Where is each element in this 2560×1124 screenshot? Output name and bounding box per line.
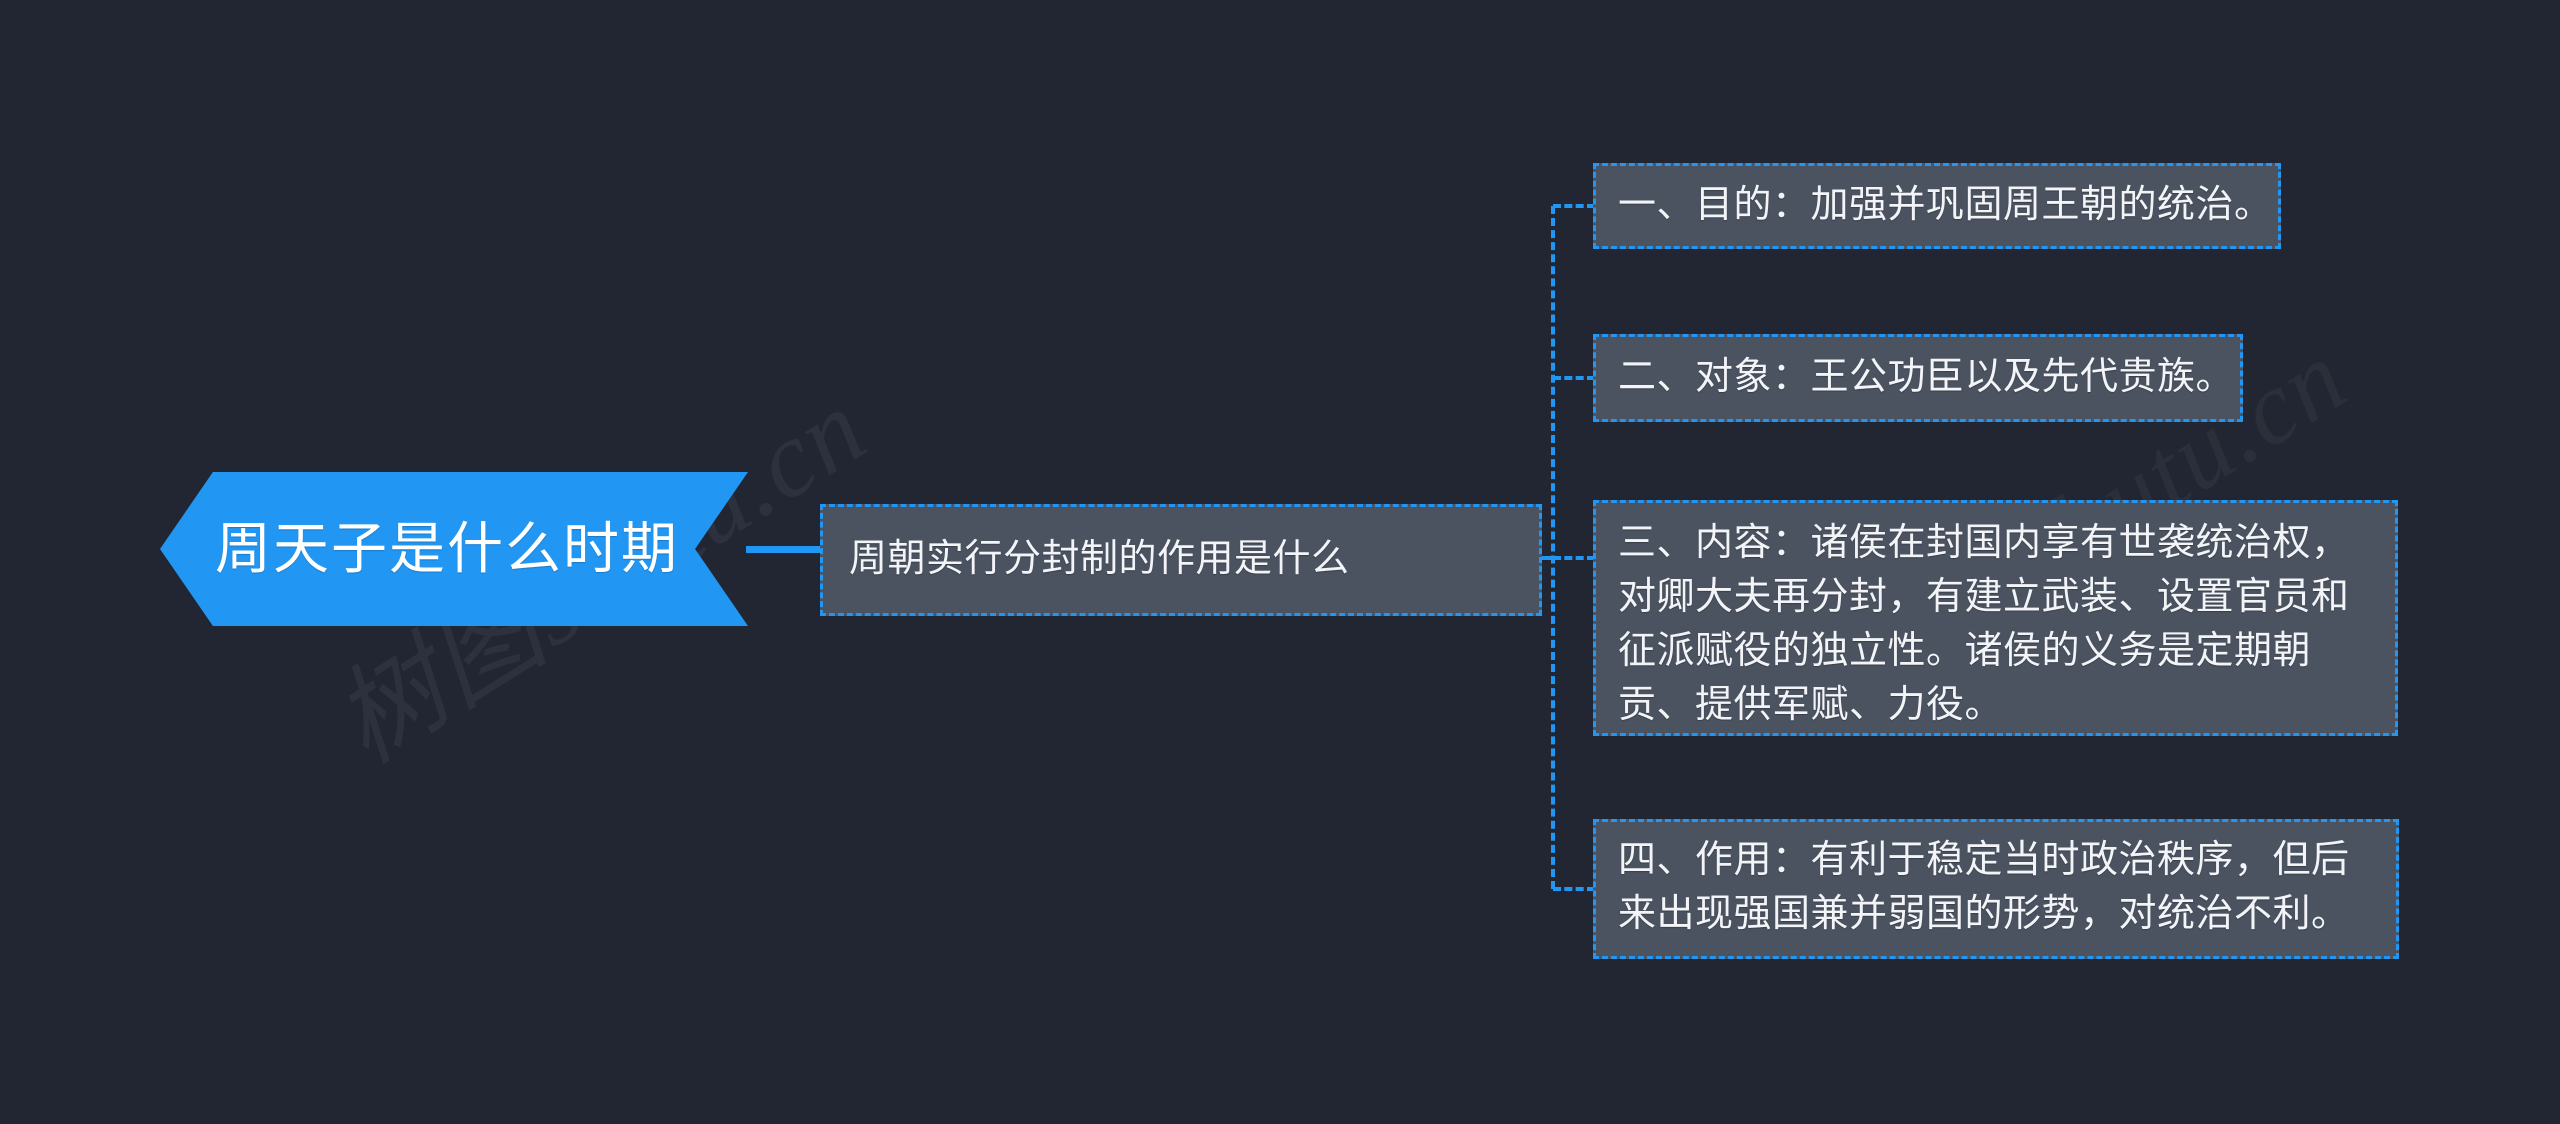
leaf-node-label: 三、内容：诸侯在封国内享有世袭统治权，对卿大夫再分封，有建立武装、设置官员和征派… — [1618, 522, 2350, 726]
leaf-node-label: 二、对象：王公功臣以及先代贵族。 — [1618, 356, 2235, 399]
connector-branch-1 — [1553, 376, 1595, 380]
connector-root-to-branch — [746, 546, 822, 553]
branch-node-label: 周朝实行分封制的作用是什么 — [849, 538, 1350, 581]
connector-trunk-vertical — [1551, 206, 1555, 889]
connector-branch-2 — [1553, 556, 1595, 560]
leaf-node-effect[interactable]: 四、作用：有利于稳定当时政治秩序，但后来出现强国兼并弱国的形势，对统治不利。 — [1593, 819, 2399, 959]
connector-branch-3 — [1553, 887, 1595, 891]
leaf-node-content[interactable]: 三、内容：诸侯在封国内享有世袭统治权，对卿大夫再分封，有建立武装、设置官员和征派… — [1593, 500, 2398, 736]
root-node[interactable]: 周天子是什么时期 — [160, 472, 748, 626]
leaf-node-object[interactable]: 二、对象：王公功臣以及先代贵族。 — [1593, 334, 2243, 422]
leaf-node-label: 一、目的：加强并巩固周王朝的统治。 — [1618, 184, 2273, 227]
connector-branch-stub — [1542, 556, 1555, 560]
root-node-label: 周天子是什么时期 — [215, 517, 679, 580]
connector-branch-0 — [1553, 204, 1595, 208]
leaf-node-label: 四、作用：有利于稳定当时政治秩序，但后来出现强国兼并弱国的形势，对统治不利。 — [1618, 839, 2350, 935]
leaf-node-purpose[interactable]: 一、目的：加强并巩固周王朝的统治。 — [1593, 163, 2281, 249]
branch-node[interactable]: 周朝实行分封制的作用是什么 — [820, 504, 1542, 616]
